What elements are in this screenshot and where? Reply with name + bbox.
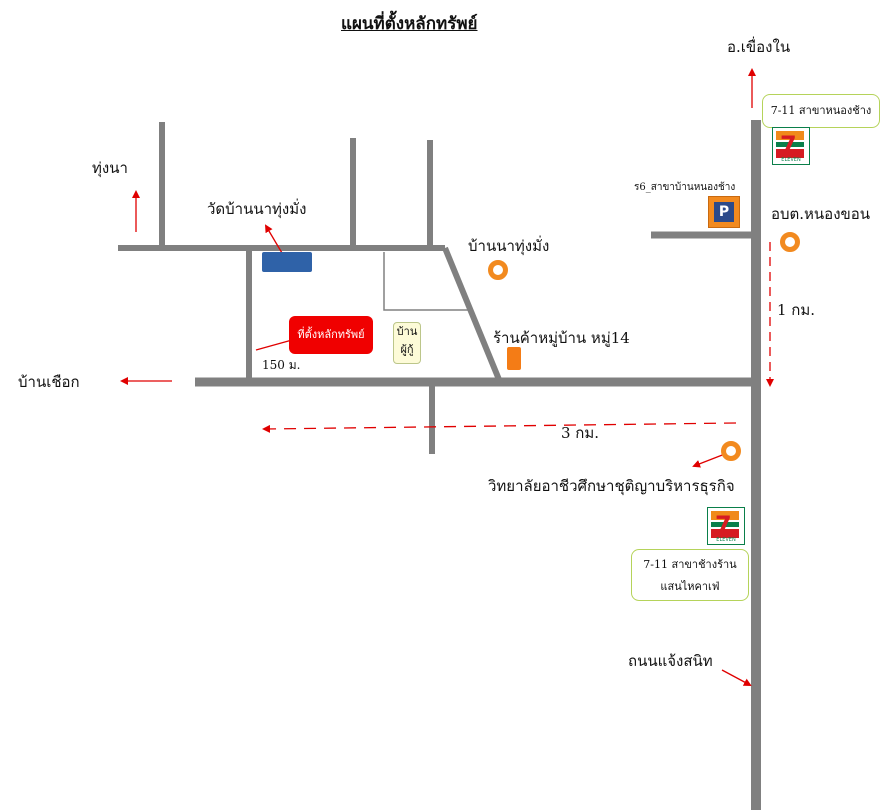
label-gas-station: ร6_สาขาบ้านหนองช้าง — [634, 182, 736, 193]
seven-eleven-top-label: 7-11 สาขาหนองช้าง — [770, 104, 872, 117]
arrow-road-name — [721, 669, 752, 686]
label-tung-na: ทุ่งนา — [92, 159, 128, 177]
label-college: วิทยาลัยอาชีวศึกษาชุติญาบริหารธุรกิจ — [488, 477, 735, 495]
property-marker: ที่ตั้งหลักทรัพย์ — [289, 316, 373, 354]
gas-station-logo: P — [708, 196, 740, 228]
seven-eleven-logo-bottom: 7 ELEVEN — [707, 507, 745, 545]
seven-eleven-bottom-line2: แสนไหคาเฟ่ — [660, 580, 720, 593]
label-north-district: อ.เขื่องใน — [727, 38, 791, 56]
seven-glyph: 7 — [780, 131, 797, 159]
borrower-house-line1: บ้าน — [396, 325, 418, 338]
label-ban-chuek: บ้านเชือก — [18, 373, 80, 391]
label-village: บ้านนาทุ่งมั่ง — [468, 237, 550, 255]
seven-eleven-box-bottom: 7-11 สาขาช้างร้าน แสนไหคาเฟ่ — [631, 549, 749, 601]
seven-eleven-box-top: 7-11 สาขาหนองช้าง — [762, 94, 880, 128]
alley — [383, 252, 468, 311]
label-temple: วัดบ้านนาทุ่งมั่ง — [207, 200, 307, 218]
gas-station-icon: P — [714, 202, 734, 222]
arrow-3km — [262, 422, 737, 433]
poi-college-ring — [721, 441, 741, 461]
seven-glyph: 7 — [715, 511, 732, 539]
seven-caption: ELEVEN — [781, 157, 801, 163]
temple-marker — [262, 252, 312, 272]
village-shop-marker — [507, 347, 521, 370]
diagonal-road — [442, 246, 503, 384]
property-label: ที่ตั้งหลักทรัพย์ — [297, 328, 365, 341]
label-1km: 1 กม. — [777, 301, 816, 319]
poi-admin-ring — [780, 232, 800, 252]
label-local-admin: อบต.หนองขอน — [771, 205, 871, 223]
seven-caption: ELEVEN — [716, 537, 736, 543]
poi-village-ring — [488, 260, 508, 280]
seven-eleven-bottom-line1: 7-11 สาขาช้างร้าน — [643, 558, 737, 571]
borrower-house-marker: บ้าน ผู้กู้ — [393, 322, 421, 364]
seven-eleven-logo-top: 7 ELEVEN — [772, 127, 810, 165]
borrower-house-line2: ผู้กู้ — [400, 343, 414, 356]
map-title: แผนที่ตั้งหลักทรัพย์ — [341, 14, 478, 34]
arrow-temple — [264, 224, 283, 254]
label-150m: 150 ม. — [262, 358, 301, 372]
label-3km: 3 กม. — [561, 424, 600, 442]
label-village-shop: ร้านค้าหมู่บ้าน หมู่14 — [493, 329, 630, 347]
dash-150m — [255, 339, 293, 351]
label-road-name: ถนนแจ้งสนิท — [628, 652, 713, 670]
